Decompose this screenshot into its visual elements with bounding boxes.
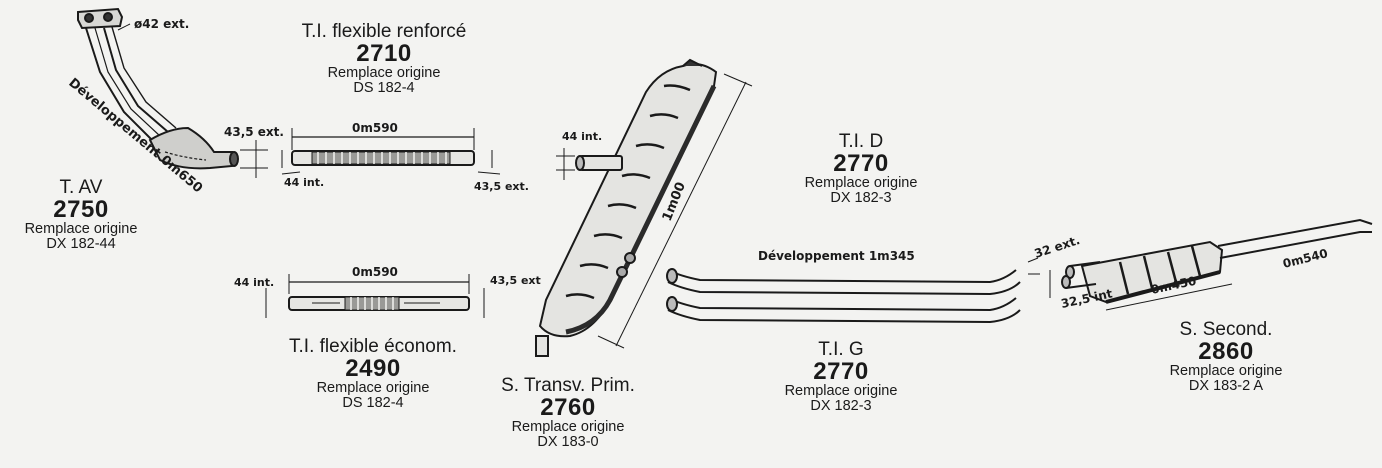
silencer2860-inlet-dim: 32,5 int bbox=[1060, 286, 1114, 311]
flex2490-length-dim: 0m590 bbox=[352, 265, 398, 279]
tav-outlet-dim: 43,5 ext. bbox=[224, 125, 284, 139]
product-code: DS 182-4 bbox=[342, 394, 404, 411]
product-title: S. Transv. Prim. bbox=[501, 375, 635, 396]
product-replace-text: Remplace origine bbox=[1169, 363, 1283, 379]
flex-pipe-2710-drawing bbox=[281, 128, 501, 175]
flex2710-inlet-dim: 44 int. bbox=[284, 176, 324, 189]
product-title: T.I. G bbox=[818, 339, 864, 360]
flex-pipe-2490-drawing bbox=[265, 274, 485, 318]
product-replace-text: Remplace origine bbox=[316, 380, 430, 396]
tav-diameter-dim: ø42 ext. bbox=[134, 17, 189, 31]
product-number: 2860 bbox=[1198, 338, 1254, 365]
product-number: 2770 bbox=[833, 150, 889, 177]
flex2710-outlet-dim: 43,5 ext. bbox=[474, 180, 529, 193]
silencer2860-length2-dim: 0m540 bbox=[1281, 246, 1329, 271]
product-replace-text: Remplace origine bbox=[511, 419, 625, 435]
product-number: 2710 bbox=[356, 40, 412, 67]
product-title: T.I. flexible économ. bbox=[289, 336, 457, 357]
product-code: DX 182-3 bbox=[830, 189, 892, 206]
product-replace-text: Remplace origine bbox=[804, 175, 918, 191]
product-replace-text: Remplace origine bbox=[24, 221, 138, 237]
product-number: 2490 bbox=[345, 355, 401, 382]
product-code: DX 183-0 bbox=[537, 433, 599, 450]
product-label-2760: S. Transv. Prim. 2760 Remplace origine D… bbox=[474, 376, 662, 449]
product-title: T. AV bbox=[59, 177, 103, 198]
product-title: T.I. D bbox=[838, 131, 884, 152]
flex2710-length-dim: 0m590 bbox=[352, 121, 398, 135]
ti-pipes-2770-drawing bbox=[666, 257, 1040, 324]
product-code: DX 182-3 bbox=[810, 397, 872, 414]
product-code: DX 183-2 A bbox=[1188, 377, 1264, 394]
ti-development-dim: Développement 1m345 bbox=[758, 249, 915, 263]
silencer2760-inlet-dim: 44 int. bbox=[562, 130, 602, 143]
front-pipe-2750-drawing bbox=[77, 7, 268, 178]
product-code: DX 182-44 bbox=[46, 235, 116, 252]
product-label-2770-g: T.I. G 2770 Remplace origine DX 182-3 bbox=[752, 340, 930, 413]
product-label-2770-d: T.I. D 2770 Remplace origine DX 182-3 bbox=[772, 132, 950, 205]
product-number: 2770 bbox=[813, 358, 869, 385]
flex2490-outlet-dim: 43,5 ext bbox=[490, 274, 541, 287]
product-label-2710: T.I. flexible renforcé 2710 Remplace ori… bbox=[278, 22, 490, 95]
silencer-2860-drawing bbox=[1049, 218, 1373, 311]
product-replace-text: Remplace origine bbox=[784, 383, 898, 399]
ti-outer-dim: 32 ext. bbox=[1033, 233, 1082, 261]
product-number: 2750 bbox=[53, 196, 109, 223]
product-label-2490: T.I. flexible économ. 2490 Remplace orig… bbox=[262, 337, 484, 410]
product-code: DS 182-4 bbox=[353, 79, 415, 96]
product-label-2750: T. AV 2750 Remplace origine DX 182-44 bbox=[0, 178, 162, 251]
product-label-2860: S. Second. 2860 Remplace origine DX 183-… bbox=[1130, 320, 1322, 393]
silencer-2760-drawing bbox=[535, 58, 753, 357]
product-title: S. Second. bbox=[1179, 319, 1273, 340]
product-replace-text: Remplace origine bbox=[327, 65, 441, 81]
product-number: 2760 bbox=[540, 394, 596, 421]
product-title: T.I. flexible renforcé bbox=[301, 21, 467, 42]
flex2490-inlet-dim: 44 int. bbox=[234, 276, 274, 289]
